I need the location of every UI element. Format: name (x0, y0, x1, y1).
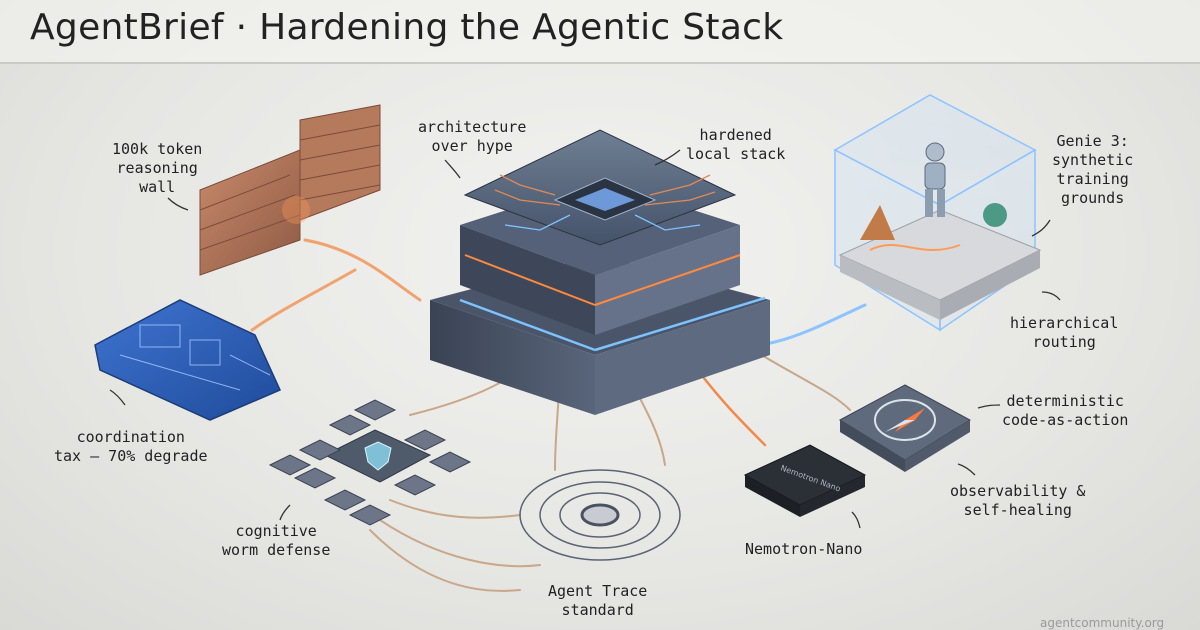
robot-icon (924, 142, 946, 217)
title-bar: AgentBrief · Hardening the Agentic Stack (0, 0, 1200, 64)
chip-icon: Nemotron Nano (743, 444, 867, 517)
label-hardened-stack: hardened local stack (686, 126, 786, 163)
label-architecture: architecture over hype (418, 118, 527, 155)
brick-wall-icon (199, 104, 381, 276)
label-reasoning-wall: 100k token reasoning wall (112, 140, 203, 196)
label-nemotron: Nemotron-Nano (745, 540, 863, 558)
annotation-arrows (109, 149, 1061, 529)
label-observability: observability & self-healing (950, 482, 1086, 519)
trace-rings-icon (519, 469, 681, 561)
blueprint-icon (94, 299, 281, 421)
page-title: AgentBrief · Hardening the Agentic Stack (30, 7, 784, 48)
footer-url[interactable]: agentcommunity.org (1040, 616, 1165, 630)
label-routing: hierarchical routing (1010, 314, 1119, 351)
label-cognitive-worm: cognitive worm defense (222, 522, 331, 559)
label-genie: Genie 3: synthetic training grounds (1052, 132, 1134, 207)
label-deterministic: deterministic code-as-action (1002, 392, 1129, 429)
shield-icon (364, 441, 392, 471)
label-coordination: coordination tax – 70% degrade (54, 428, 208, 465)
compass-icon (838, 384, 972, 472)
label-agent-trace: Agent Trace standard (548, 582, 648, 619)
cpu-stack-icon (430, 129, 770, 415)
